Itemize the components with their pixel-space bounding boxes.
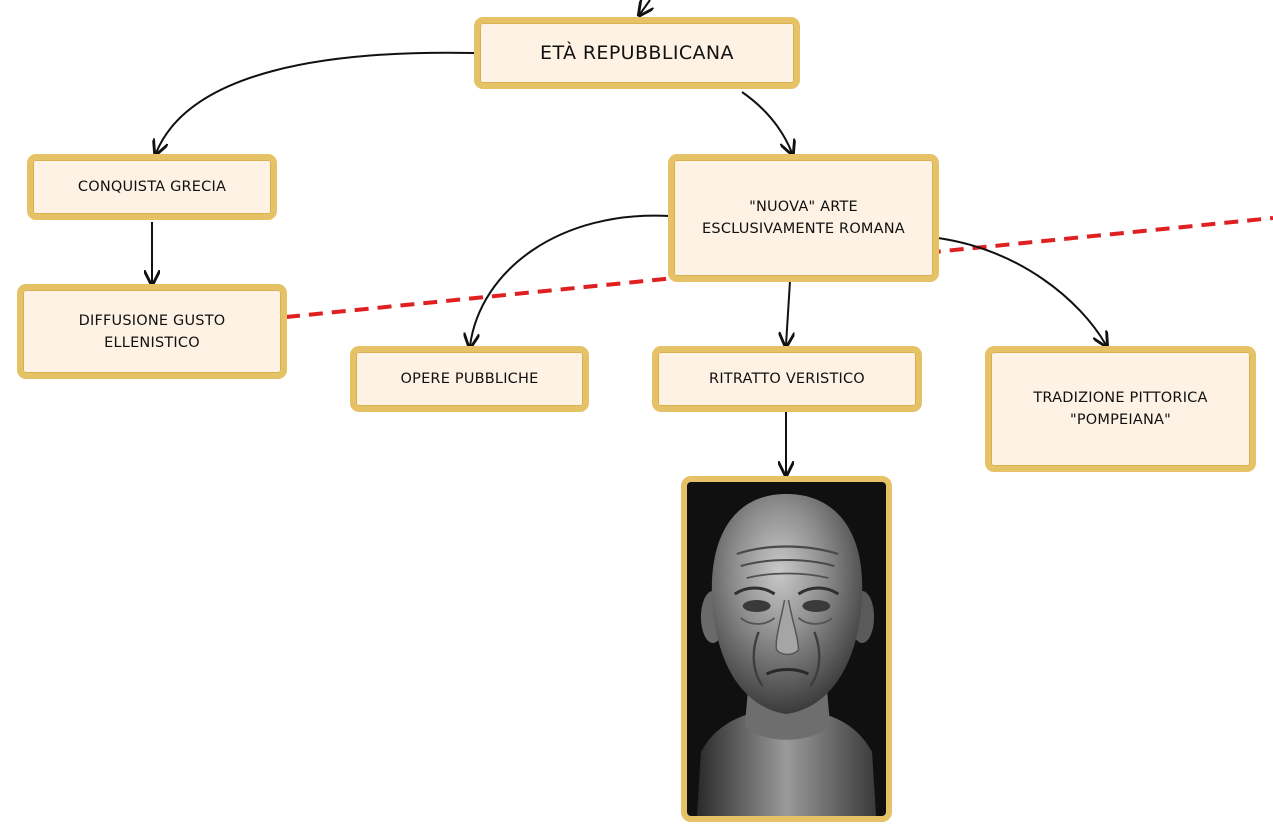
node-opere-pubbliche[interactable]: OPERE PUBBLICHE <box>350 346 589 412</box>
arrow-eta-to-conquista <box>156 51 475 153</box>
node-tradizione-line-1: TRADIZIONE PITTORICA <box>1033 390 1208 406</box>
node-conquista-grecia[interactable]: CONQUISTA GRECIA <box>27 154 277 220</box>
arrow-into-eta-repubblicana <box>640 0 650 14</box>
node-diffusione-line-2: ELLENISTICO <box>104 334 200 351</box>
node-conquista-grecia-label: CONQUISTA GRECIA <box>77 179 227 195</box>
node-nuova-arte[interactable]: "NUOVA" ARTE ESCLUSIVAMENTE ROMANA <box>668 154 939 282</box>
arrow-nuova-to-ritratto <box>786 280 790 345</box>
node-eta-repubblicana-label: ETÀ REPUBBLICANA <box>540 42 734 64</box>
node-nuova-arte-line-1: "NUOVA" ARTE <box>749 199 858 215</box>
node-diffusione-gusto-ellenistico[interactable]: DIFFUSIONE GUSTO ELLENISTICO <box>17 284 287 379</box>
arrow-eta-to-nuova-arte <box>741 91 792 153</box>
node-ritratto-veristico[interactable]: RITRATTO VERISTICO <box>652 346 922 412</box>
node-tradizione-line-2: "POMPEIANA" <box>1069 412 1172 428</box>
node-eta-repubblicana[interactable]: ETÀ REPUBBLICANA <box>474 17 800 89</box>
arrow-nuova-to-tradizione <box>937 237 1106 345</box>
node-diffusione-line-1: DIFFUSIONE GUSTO <box>78 312 226 329</box>
node-opere-pubbliche-label: OPERE PUBBLICHE <box>400 371 539 387</box>
portrait-bust-illustration <box>687 482 886 816</box>
portrait-bust-image[interactable] <box>681 476 892 822</box>
node-tradizione-pittorica[interactable]: TRADIZIONE PITTORICA "POMPEIANA" <box>985 346 1256 472</box>
arrow-nuova-to-opere <box>470 214 671 346</box>
node-nuova-arte-line-2: ESCLUSIVAMENTE ROMANA <box>702 221 905 237</box>
node-ritratto-veristico-label: RITRATTO VERISTICO <box>709 371 865 387</box>
